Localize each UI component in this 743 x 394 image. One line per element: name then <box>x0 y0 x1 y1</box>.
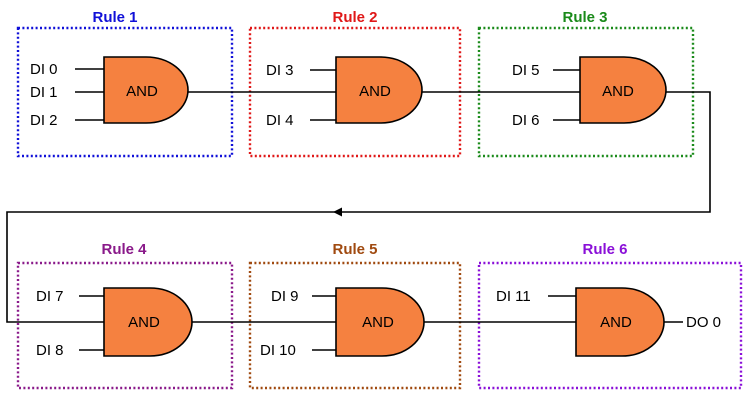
chain-wire-3-4 <box>6 91 711 323</box>
input-label: DI 4 <box>266 112 294 129</box>
and-gate-5 <box>335 287 425 357</box>
input-label: DI 5 <box>512 62 540 79</box>
input-label: DI 7 <box>36 288 64 305</box>
rule-title-6: Rule 6 <box>582 241 627 258</box>
input-label: DI 11 <box>496 288 531 305</box>
input-label: DI 0 <box>30 61 58 78</box>
gate-label-6: AND <box>600 314 632 331</box>
and-gate-4 <box>103 287 193 357</box>
input-label: DI 9 <box>271 288 299 305</box>
input-label: DI 8 <box>36 342 64 359</box>
gate-label-4: AND <box>128 314 160 331</box>
rule-box-5 <box>248 261 462 390</box>
rule-title-2: Rule 2 <box>332 9 377 26</box>
input-label: DI 10 <box>260 342 296 359</box>
and-gate-3 <box>579 56 667 124</box>
input-label: DI 6 <box>512 112 540 129</box>
and-gate-2 <box>335 56 423 124</box>
gate-label-5: AND <box>362 314 394 331</box>
arrow-icon <box>333 207 342 217</box>
gate-label-2: AND <box>359 83 391 100</box>
gate-label-1: AND <box>126 83 158 100</box>
gate-label-3: AND <box>602 83 634 100</box>
rule-title-4: Rule 4 <box>101 241 147 258</box>
rule-box-4 <box>16 261 234 390</box>
rule-title-3: Rule 3 <box>562 9 607 26</box>
and-gate-6 <box>575 287 665 357</box>
output-label: DO 0 <box>686 314 721 331</box>
input-label: DI 1 <box>30 84 58 101</box>
rule-title-5: Rule 5 <box>332 241 377 258</box>
input-label: DI 2 <box>30 112 58 129</box>
and-gate-1 <box>103 56 189 124</box>
rule-title-1: Rule 1 <box>92 9 137 26</box>
input-label: DI 3 <box>266 62 294 79</box>
